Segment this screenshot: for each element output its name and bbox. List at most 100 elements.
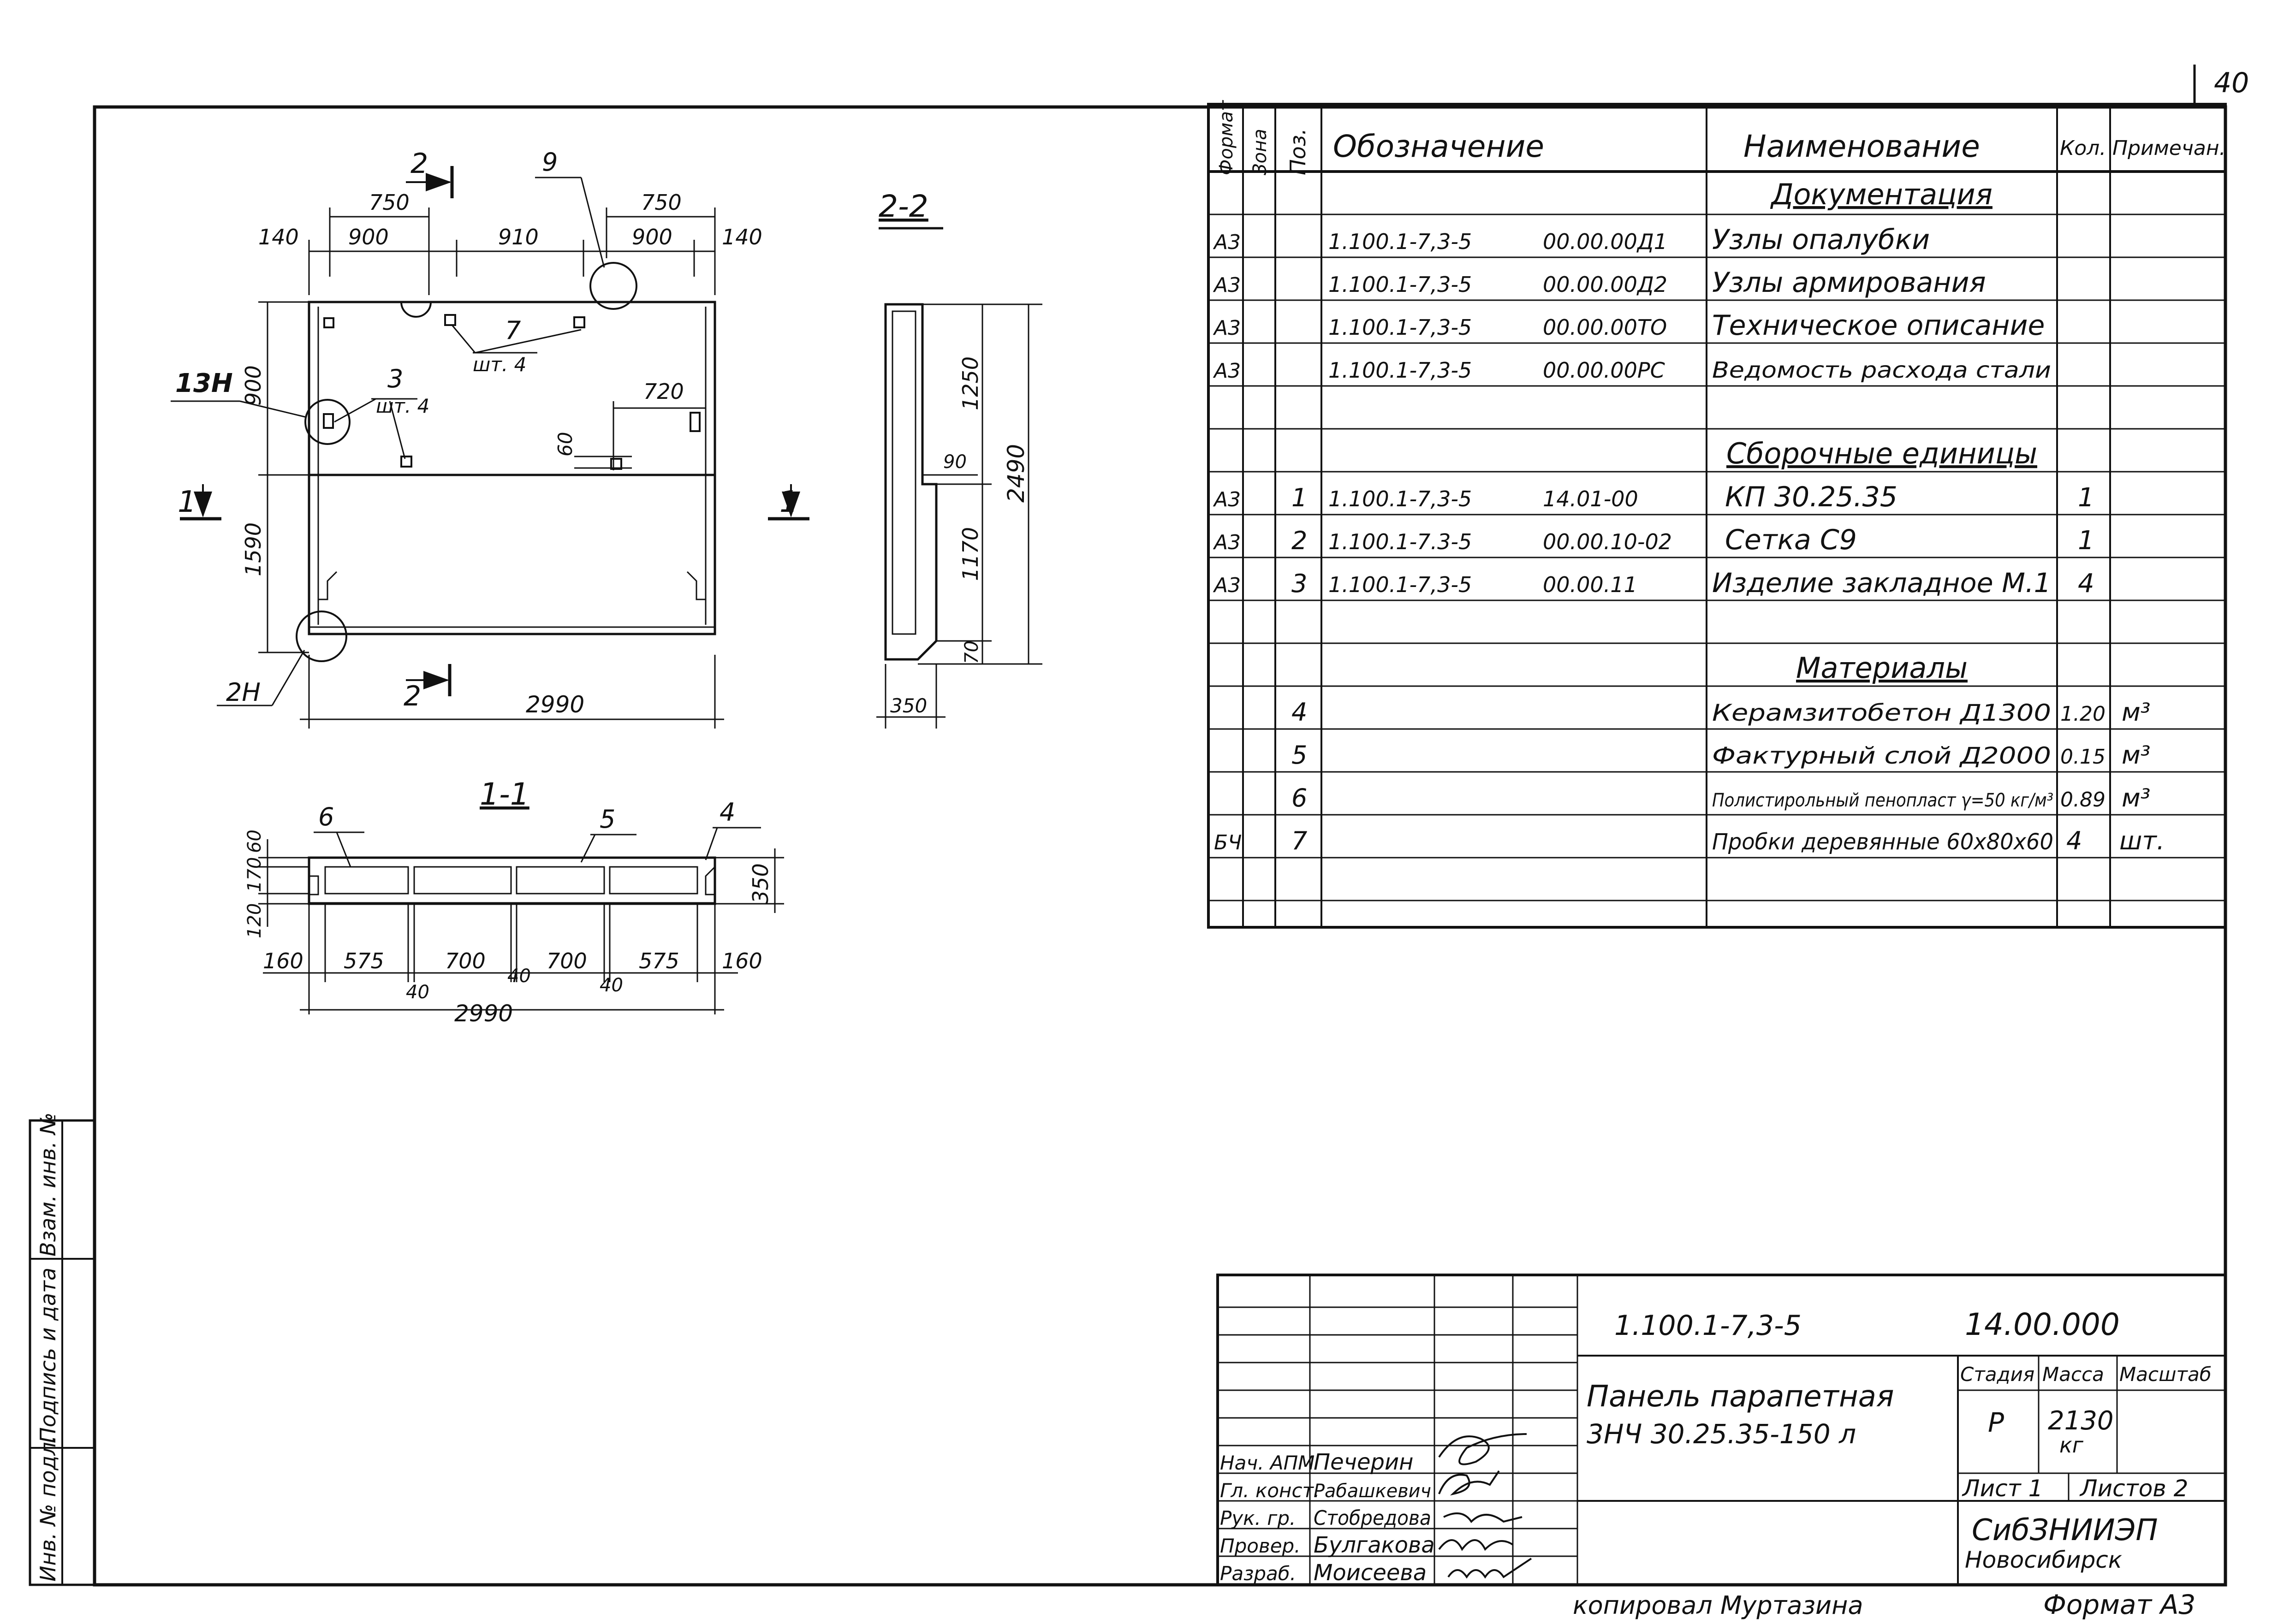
role-label: Нач. АПМ (1220, 1452, 1314, 1474)
dim-700-right: 700 (547, 948, 587, 973)
spec-row-name: Сетка С9 (1725, 524, 1857, 556)
stamp-city: Новосибирск (1965, 1547, 2122, 1573)
detail-circle-13h (304, 399, 351, 445)
dim-60: 60 (554, 432, 577, 456)
dim-170: 170 (244, 857, 265, 892)
dim-bottom-2990: 2990 (526, 691, 584, 718)
dim-575-left: 575 (344, 948, 384, 973)
panel-outline (308, 301, 716, 635)
insulation-block (609, 866, 698, 895)
spec-row-name: КП 30.25.35 (1725, 481, 1897, 513)
callout-6: 6 (318, 802, 334, 831)
spec-row-pos: 7 (1291, 826, 1307, 855)
stamp-sheet: Лист 1 (1962, 1475, 2043, 1502)
footer-format: Формат А3 (2043, 1589, 2195, 1620)
spec-row-pos: 3 (1291, 569, 1307, 598)
callout-2h: 2Н (226, 678, 261, 707)
dim-120: 120 (244, 903, 265, 938)
callout-13h: 13Н (175, 368, 233, 398)
spec-row-name: Техническое описание (1712, 309, 2045, 342)
spec-section-materials: Материалы (1796, 651, 1968, 685)
role-label: Разраб. (1220, 1562, 1296, 1585)
cut-2-bottom-label: 2 (404, 680, 421, 712)
spec-row-pos: 5 (1291, 741, 1307, 770)
stamp-code: 1.100.1-7,3-5 (1614, 1310, 1802, 1342)
spec-row-doc: 00.00.00Д1 (1543, 229, 1667, 254)
stamp-h-scale: Масштаб (2119, 1363, 2212, 1386)
spec-row-qty: 0.15 (2060, 745, 2106, 769)
spec-row-doc: 00.00.00ТО (1543, 315, 1667, 340)
stamp-stage: Р (1988, 1407, 2004, 1438)
side-replace-inv: Взам. инв. № (36, 1113, 60, 1257)
spec-row-note: м³ (2122, 741, 2150, 770)
spec-row-doc: 00.00.10-02 (1543, 529, 1672, 554)
spec-row-code: 1.100.1-7,3-5 (1328, 315, 1472, 340)
insulation-block (324, 866, 409, 895)
dim-720: 720 (643, 379, 684, 404)
spec-row-pos: 4 (1291, 698, 1307, 727)
cut-1-left-label: 1 (178, 485, 196, 519)
spec-row-note: м³ (2122, 783, 2150, 812)
spec-row-qty: 1.20 (2060, 702, 2106, 726)
spec-row-format: А3 (1213, 574, 1241, 597)
spec-row-code: 1.100.1-7,3-5 (1328, 572, 1472, 597)
col-header-qty: Кол. (2060, 136, 2106, 160)
spec-row-format: А3 (1213, 231, 1241, 254)
section-2-2-label: 2-2 (879, 189, 928, 224)
dim-350: 350 (890, 694, 927, 717)
spec-row-note: шт. (2119, 826, 2165, 855)
spec-row-format: А3 (1213, 488, 1241, 511)
dim-160-left: 160 (263, 948, 303, 973)
spec-row-pos: 1 (1291, 483, 1307, 512)
stamp-mass: 2130 (2048, 1406, 2114, 1436)
callout-7: 7 (505, 316, 521, 345)
col-header-format: Формат (1216, 100, 1237, 175)
section-2-2-insulation (892, 310, 916, 635)
dim-910: 910 (498, 225, 539, 249)
insulation-block (516, 866, 605, 895)
dim-left-900: 900 (241, 365, 266, 406)
dim-900-b: 900 (632, 225, 672, 249)
plan-view: 750 750 140 900 910 900 140 900 1590 299… (171, 148, 809, 729)
detail-circle-9 (589, 262, 637, 310)
spec-row-name: Полистирольный пенопласт γ=50 кг/м³ (1712, 790, 2053, 811)
role-name: Печерин (1314, 1449, 1414, 1475)
role-name: Моисеева (1314, 1560, 1427, 1586)
dim-1250: 1250 (958, 356, 983, 410)
detail-circle-2h (296, 610, 347, 662)
spec-row-doc: 00.00.11 (1543, 572, 1637, 597)
spec-row-qty: 0.89 (2060, 788, 2106, 812)
stamp-title-line1: Панель парапетная (1587, 1380, 1894, 1414)
spec-row-pos: 6 (1291, 783, 1307, 812)
col-header-zone: Зона (1249, 129, 1271, 175)
spec-row-doc: 00.00.00Д2 (1543, 272, 1667, 297)
callout-4: 4 (720, 798, 735, 827)
spec-row-format: А3 (1213, 273, 1241, 297)
dim-700-left: 700 (445, 948, 486, 973)
spec-row-format: БЧ (1214, 831, 1242, 854)
role-name: Рабашкевич (1314, 1481, 1431, 1502)
col-header-designation: Обозначение (1333, 129, 1544, 164)
dim-90: 90 (943, 451, 967, 473)
spec-row-code: 1.100.1-7,3-5 (1328, 358, 1472, 383)
dim-gap-40: 40 (600, 975, 623, 996)
spec-row-format: А3 (1213, 531, 1241, 554)
spec-row-doc: 14.01-00 (1543, 486, 1638, 511)
section-2-2: 2-2 1250 90 1170 70 2490 350 (876, 189, 1042, 729)
role-name: Булгакова (1314, 1532, 1435, 1558)
spec-row-format: А3 (1213, 359, 1241, 383)
spec-row-pos: 2 (1291, 526, 1307, 555)
role-label: Рук. гр. (1220, 1507, 1296, 1529)
title-block: 1.100.1-7,3-5 14.00.000 Панель парапетна… (1216, 1274, 2227, 1586)
spec-row-doc: 00.00.00РС (1543, 358, 1665, 383)
section-1-1-label: 1-1 (480, 776, 529, 812)
spec-row-name: Ведомость расхода стали (1712, 357, 2051, 383)
spec-section-assemblies: Сборочные единицы (1726, 437, 2037, 470)
dim-70: 70 (961, 640, 982, 664)
spec-row-note: м³ (2122, 698, 2150, 727)
dim-left-1590: 1590 (241, 522, 266, 576)
side-signature-date: Подпись и дата (36, 1268, 60, 1443)
dim-2490: 2490 (1003, 444, 1029, 503)
spec-row-qty: 1 (2078, 526, 2094, 556)
